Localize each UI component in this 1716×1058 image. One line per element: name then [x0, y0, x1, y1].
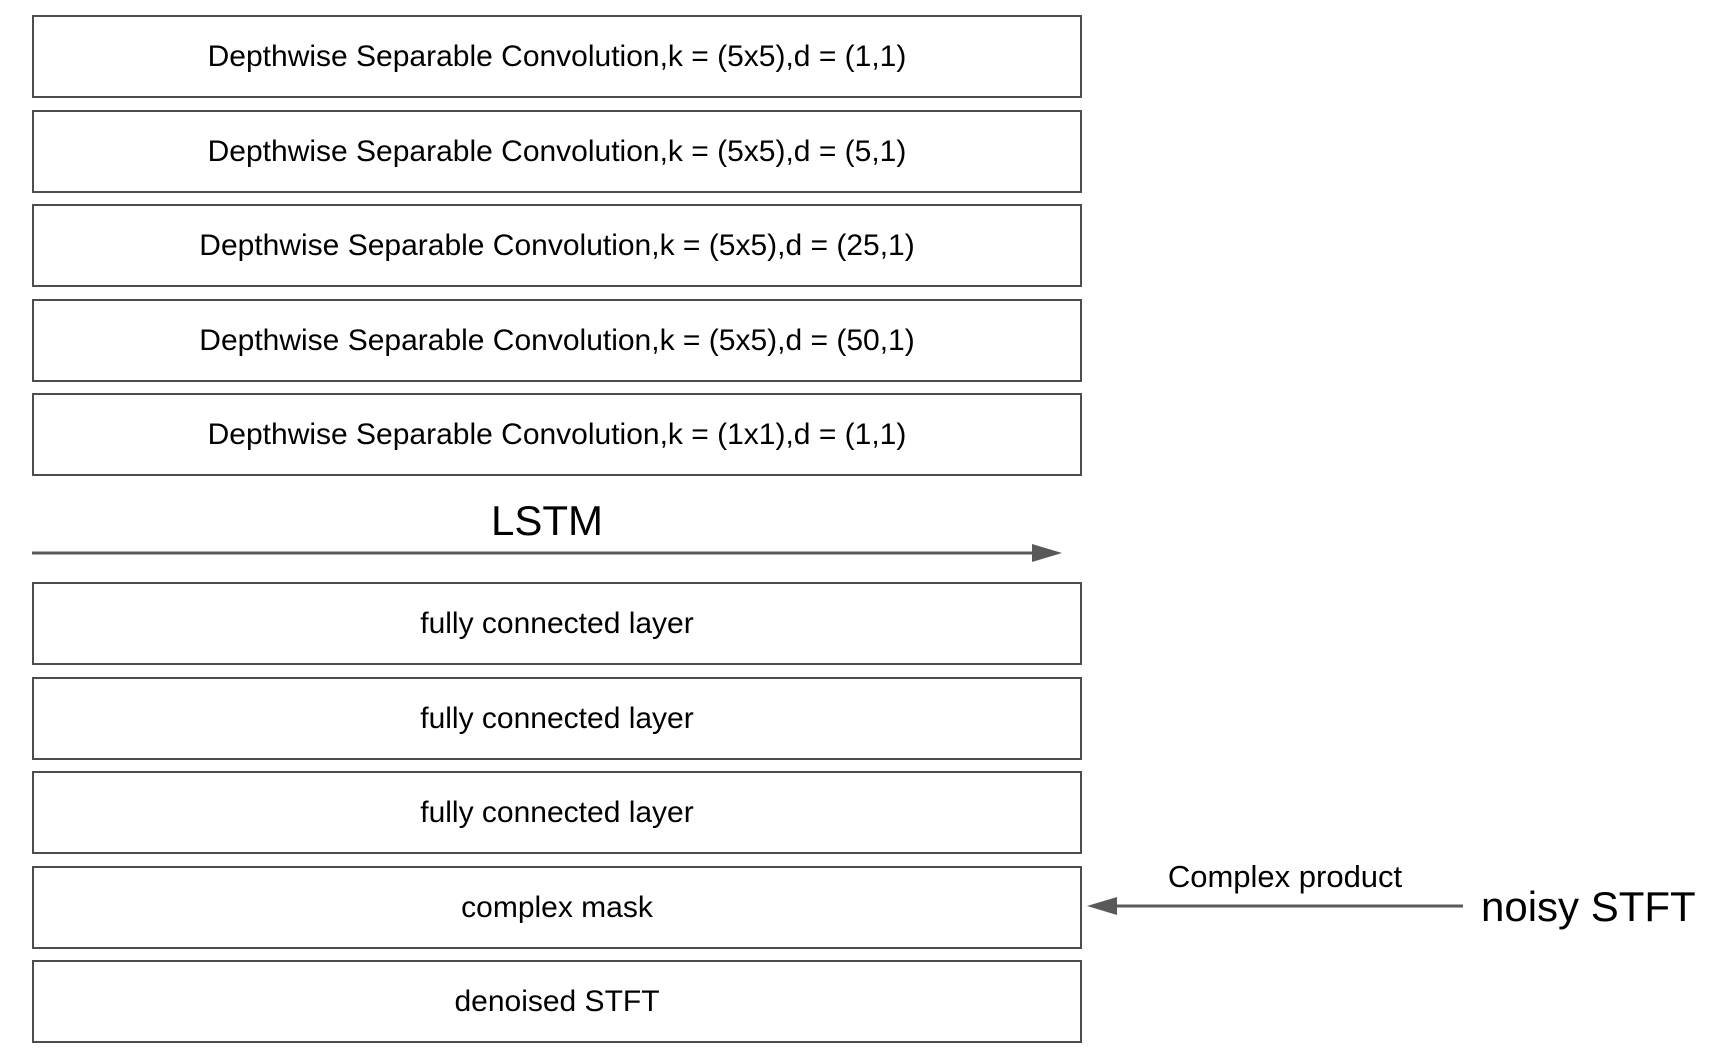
lstm-label: LSTM [490, 497, 603, 544]
lstm-right-arrow-icon [32, 544, 1062, 562]
conv-layer-label-5: Depthwise Separable Convolution,k = (1x1… [207, 417, 907, 451]
complex-product-label: Complex product [1167, 859, 1403, 894]
conv-layer-box-1: Depthwise Separable Convolution,k = (5x5… [32, 15, 1082, 98]
complex-mask-label: complex mask [461, 890, 653, 924]
conv-layer-label-3: Depthwise Separable Convolution,k = (5x5… [199, 228, 915, 262]
conv-layer-box-2: Depthwise Separable Convolution,k = (5x5… [32, 110, 1082, 193]
complex-product-left-arrow-icon [1087, 897, 1463, 915]
fully-connected-box-1: fully connected layer [32, 582, 1082, 665]
conv-layer-box-3: Depthwise Separable Convolution,k = (5x5… [32, 204, 1082, 287]
denoised-stft-box: denoised STFT [32, 960, 1082, 1043]
conv-layer-label-1: Depthwise Separable Convolution,k = (5x5… [207, 39, 907, 73]
conv-layer-label-4: Depthwise Separable Convolution,k = (5x5… [199, 323, 915, 357]
fully-connected-label-2: fully connected layer [420, 701, 694, 735]
fully-connected-box-3: fully connected layer [32, 771, 1082, 854]
conv-layer-label-2: Depthwise Separable Convolution,k = (5x5… [207, 134, 907, 168]
complex-mask-box: complex mask [32, 866, 1082, 949]
conv-layer-box-5: Depthwise Separable Convolution,k = (1x1… [32, 393, 1082, 476]
noisy-stft-label: noisy STFT [1481, 883, 1696, 930]
conv-layer-box-4: Depthwise Separable Convolution,k = (5x5… [32, 299, 1082, 382]
fully-connected-box-2: fully connected layer [32, 677, 1082, 760]
fully-connected-label-1: fully connected layer [420, 606, 694, 640]
denoised-stft-label: denoised STFT [454, 984, 660, 1018]
fully-connected-label-3: fully connected layer [420, 795, 694, 829]
